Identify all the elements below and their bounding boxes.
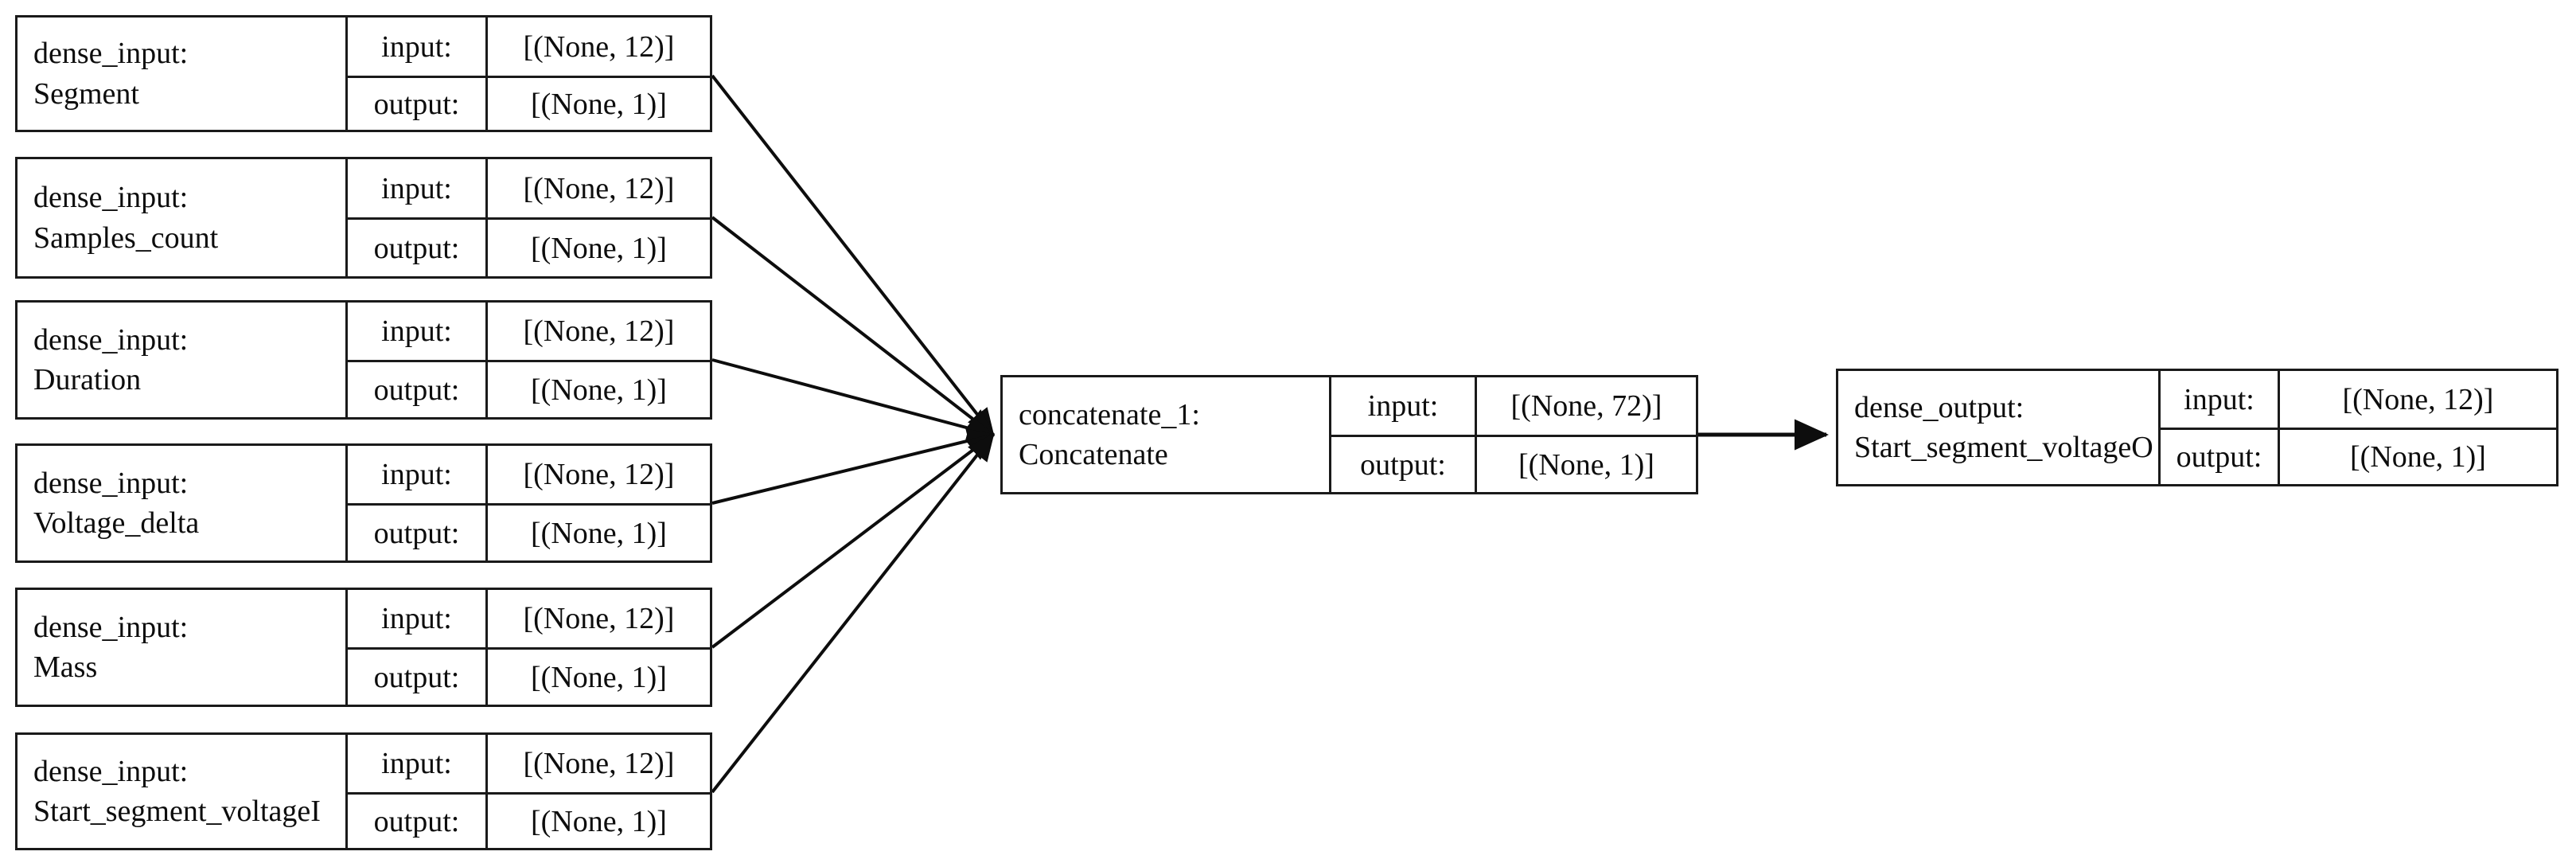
node-shape-column: [(None, 12)] [(None, 1)] (488, 303, 710, 417)
node-dense-input-segment[interactable]: dense_input: Segment input: output: [(No… (15, 15, 712, 132)
output-key-cell: output: (1360, 447, 1446, 482)
node-shape-column: [(None, 12)] [(None, 1)] (488, 159, 710, 276)
node-type-label: dense_output: (1854, 390, 2025, 424)
node-name-label: Duration (33, 363, 142, 396)
edge-start-segment-voltage-to-concat (711, 433, 995, 794)
edge-mass-to-concat (711, 433, 995, 649)
input-key-cell: input: (348, 159, 485, 220)
node-key-column: input: output: (348, 735, 488, 848)
node-label-block: dense_input: Segment (18, 18, 348, 130)
edge-voltage-delta-to-concat (711, 428, 996, 505)
node-shape-column: [(None, 12)] [(None, 1)] (488, 590, 710, 705)
input-key-cell: input: (2161, 371, 2278, 430)
input-key-cell: input: (348, 446, 485, 506)
node-name-label: Mass (33, 650, 98, 684)
output-shape-cell: [(None, 1)] (1518, 447, 1654, 482)
input-key-cell: input: (348, 735, 485, 795)
node-concatenate[interactable]: concatenate_1: Concatenate input: output… (1000, 375, 1698, 494)
node-dense-input-mass[interactable]: dense_input: Mass input: output: [(None,… (15, 588, 712, 707)
node-name-label: Samples_count (33, 221, 219, 255)
node-label-block: dense_input: Samples_count (18, 159, 348, 276)
node-dense-output[interactable]: dense_output: Start_segment_voltageO inp… (1836, 369, 2558, 486)
output-key-cell: output: (373, 516, 460, 550)
output-key-cell: output: (373, 87, 460, 121)
output-key-cell: output: (2176, 440, 2262, 474)
node-key-column: input: output: (1331, 377, 1477, 492)
edge-duration-to-concat (711, 358, 996, 440)
node-label-block: concatenate_1: Concatenate (1003, 377, 1331, 492)
input-key-cell: input: (348, 590, 485, 650)
input-shape-cell: [(None, 12)] (488, 446, 710, 506)
node-shape-column: [(None, 12)] [(None, 1)] (488, 446, 710, 560)
node-key-column: input: output: (348, 18, 488, 130)
node-dense-input-start-segment-voltage[interactable]: dense_input: Start_segment_voltageI inpu… (15, 732, 712, 850)
node-shape-column: [(None, 12)] [(None, 1)] (488, 18, 710, 130)
node-label-block: dense_input: Start_segment_voltageI (18, 735, 348, 848)
node-name-label: Segment (33, 76, 139, 111)
node-label-block: dense_output: Start_segment_voltageO (1838, 371, 2161, 484)
node-type-label: dense_input: (33, 610, 189, 644)
input-to-concat-edges (711, 74, 996, 794)
input-shape-cell: [(None, 12)] (488, 590, 710, 650)
output-shape-cell: [(None, 1)] (531, 660, 667, 694)
node-type-label: concatenate_1: (1019, 397, 1200, 432)
node-name-label: Voltage_delta (33, 506, 200, 540)
output-key-cell: output: (373, 804, 460, 838)
node-dense-input-voltage-delta[interactable]: dense_input: Voltage_delta input: output… (15, 443, 712, 563)
input-shape-cell: [(None, 12)] (488, 18, 710, 78)
node-key-column: input: output: (348, 446, 488, 560)
output-shape-cell: [(None, 1)] (531, 231, 667, 265)
node-key-column: input: output: (348, 159, 488, 276)
output-shape-cell: [(None, 1)] (531, 87, 667, 121)
node-label-block: dense_input: Mass (18, 590, 348, 705)
node-key-column: input: output: (2161, 371, 2280, 484)
output-shape-cell: [(None, 1)] (531, 373, 667, 407)
input-shape-cell: [(None, 12)] (2280, 371, 2556, 430)
input-shape-cell: [(None, 12)] (488, 303, 710, 362)
input-key-cell: input: (348, 303, 485, 362)
output-shape-cell: [(None, 1)] (531, 516, 667, 550)
input-key-cell: input: (348, 18, 485, 78)
input-shape-cell: [(None, 12)] (488, 735, 710, 795)
node-dense-input-samples-count[interactable]: dense_input: Samples_count input: output… (15, 157, 712, 279)
node-type-label: dense_input: (33, 322, 189, 357)
node-type-label: dense_input: (33, 37, 189, 71)
node-type-label: dense_input: (33, 466, 189, 500)
edge-segment-to-concat (711, 74, 995, 436)
input-shape-cell: [(None, 12)] (488, 159, 710, 220)
node-label-block: dense_input: Duration (18, 303, 348, 417)
node-shape-column: [(None, 12)] [(None, 1)] (2280, 371, 2556, 484)
node-shape-column: [(None, 12)] [(None, 1)] (488, 735, 710, 848)
input-shape-cell: [(None, 72)] (1477, 377, 1696, 437)
node-name-label: Start_segment_voltageO (1854, 431, 2153, 464)
node-key-column: input: output: (348, 590, 488, 705)
node-name-label: Start_segment_voltageI (33, 795, 321, 828)
node-dense-input-duration[interactable]: dense_input: Duration input: output: [(N… (15, 300, 712, 420)
output-key-cell: output: (373, 231, 460, 265)
node-type-label: dense_input: (33, 181, 189, 215)
edge-samples-count-to-concat (711, 216, 995, 436)
output-key-cell: output: (373, 373, 460, 407)
node-shape-column: [(None, 72)] [(None, 1)] (1477, 377, 1696, 492)
node-label-block: dense_input: Voltage_delta (18, 446, 348, 560)
output-shape-cell: [(None, 1)] (2350, 440, 2486, 474)
output-shape-cell: [(None, 1)] (531, 804, 667, 838)
node-type-label: dense_input: (33, 754, 189, 788)
node-key-column: input: output: (348, 303, 488, 417)
node-name-label: Concatenate (1019, 438, 1168, 471)
output-key-cell: output: (373, 660, 460, 694)
input-key-cell: input: (1331, 377, 1475, 437)
